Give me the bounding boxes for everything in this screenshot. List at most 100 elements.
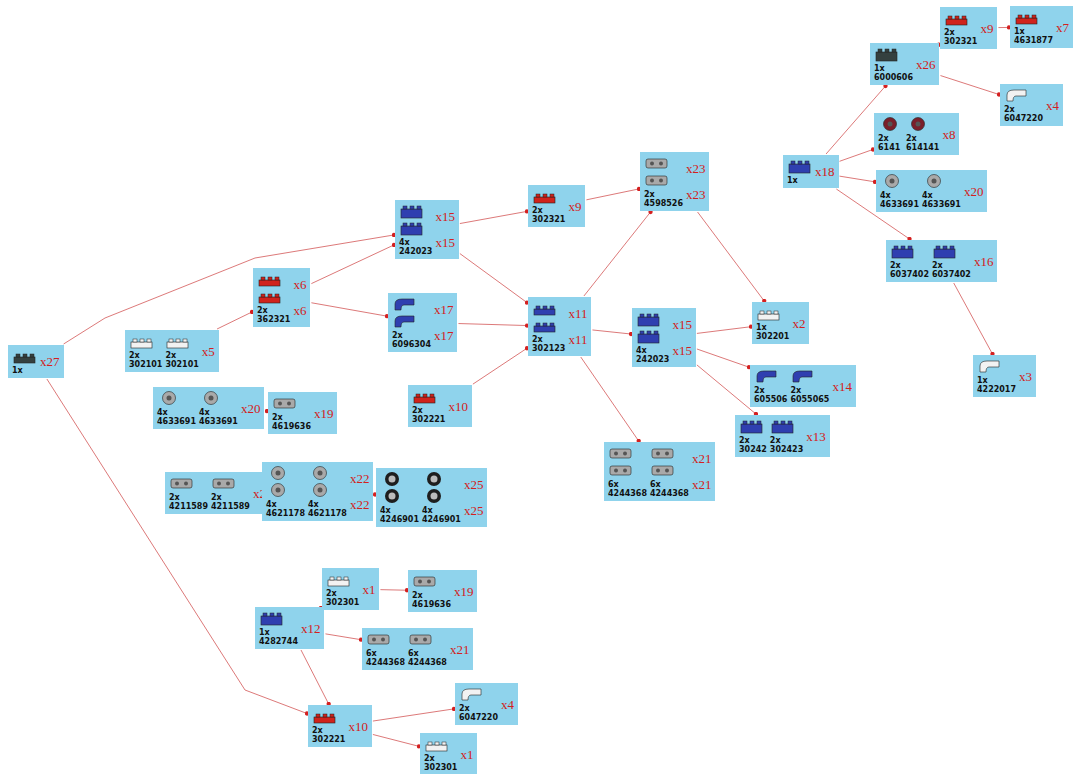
callout-number: x17 bbox=[434, 302, 454, 317]
step-column: x4 bbox=[1046, 87, 1059, 123]
part-stud bbox=[757, 421, 761, 424]
part-illustration bbox=[129, 333, 154, 350]
part-stud bbox=[936, 246, 940, 249]
step-column: x21x21 bbox=[692, 445, 712, 498]
part-body bbox=[385, 472, 399, 486]
part-item: 6x4244368 bbox=[608, 445, 647, 498]
part-body bbox=[272, 484, 285, 497]
part-icon bbox=[272, 484, 285, 497]
part-hole bbox=[276, 488, 281, 493]
part-body bbox=[1016, 18, 1037, 24]
part-illustration bbox=[932, 243, 957, 260]
part-illustration bbox=[636, 311, 661, 345]
part-illustration bbox=[326, 571, 351, 588]
part-hole bbox=[659, 162, 663, 166]
connector bbox=[584, 212, 651, 296]
part-icon bbox=[414, 394, 435, 403]
part-illustration bbox=[608, 445, 633, 479]
part-stud bbox=[330, 577, 334, 580]
step-column: x20 bbox=[241, 390, 261, 426]
part-body bbox=[163, 392, 176, 405]
part-icon bbox=[757, 371, 776, 382]
part-illustration bbox=[399, 203, 424, 237]
part-number: 4619636 bbox=[412, 600, 451, 609]
callout-number: x12 bbox=[301, 621, 321, 636]
part-box: 2x362321x6x6 bbox=[253, 268, 310, 327]
step-column: x25x25 bbox=[464, 471, 484, 524]
part-count: 1x bbox=[259, 628, 270, 637]
connector bbox=[581, 357, 639, 441]
part-illustration bbox=[272, 395, 297, 412]
part-body bbox=[934, 249, 955, 258]
callout-number: x11 bbox=[568, 332, 587, 347]
part-stud bbox=[654, 314, 658, 317]
part-body bbox=[204, 392, 217, 405]
part-icon bbox=[313, 467, 326, 480]
part-hub bbox=[389, 476, 396, 483]
part-count: 1x bbox=[874, 64, 885, 73]
connector bbox=[586, 189, 639, 200]
step-column: x26 bbox=[916, 46, 936, 82]
part-count: 1x bbox=[1014, 27, 1025, 36]
part-icon bbox=[274, 399, 295, 408]
part-stud bbox=[403, 206, 407, 209]
part-count: 1x bbox=[977, 376, 988, 385]
part-item: 2x4211589 bbox=[169, 475, 208, 511]
part-number: 4211589 bbox=[211, 502, 250, 511]
part-body bbox=[261, 616, 282, 625]
part-stud bbox=[798, 161, 802, 164]
part-illustration bbox=[890, 243, 915, 260]
part-icon bbox=[385, 472, 399, 486]
step-column: x10 bbox=[348, 708, 368, 744]
part-hole bbox=[414, 638, 418, 642]
part-count: 2x bbox=[326, 589, 337, 598]
part-stud bbox=[760, 311, 764, 314]
part-count: 6x bbox=[366, 649, 377, 658]
part-stud bbox=[417, 223, 421, 226]
part-hole bbox=[656, 469, 660, 473]
part-item: 2x6096304 bbox=[392, 296, 431, 349]
part-number: 6037402 bbox=[932, 270, 971, 279]
part-illustration bbox=[644, 155, 669, 189]
part-number: 4621178 bbox=[308, 509, 347, 518]
part-stud bbox=[955, 16, 959, 19]
part-body bbox=[462, 689, 481, 700]
part-number: 302423 bbox=[770, 445, 803, 454]
step-column: x15x15 bbox=[435, 203, 455, 256]
part-number: 302321 bbox=[532, 215, 565, 224]
part-body bbox=[259, 297, 280, 303]
callout-number: x21 bbox=[450, 642, 470, 657]
part-count: 2x bbox=[412, 406, 423, 415]
part-stud bbox=[268, 294, 272, 297]
part-icon bbox=[272, 467, 285, 480]
part-number: 4222017 bbox=[977, 385, 1016, 394]
part-hole bbox=[276, 471, 281, 476]
part-illustration bbox=[266, 465, 291, 499]
part-number: 302101 bbox=[129, 360, 162, 369]
part-illustration bbox=[1004, 87, 1029, 104]
part-stud bbox=[428, 742, 432, 745]
part-item: 2x6047220 bbox=[459, 686, 498, 722]
part-box: 2x6055062x6055065x14 bbox=[750, 365, 856, 407]
part-box: 1x302201x2 bbox=[752, 302, 809, 344]
part-box: 1x4631877x7 bbox=[1010, 6, 1073, 48]
part-stud bbox=[640, 331, 644, 334]
part-hole bbox=[317, 471, 322, 476]
part-icon bbox=[758, 311, 779, 320]
part-number: 6037402 bbox=[890, 270, 929, 279]
part-icon bbox=[410, 635, 431, 644]
part-illustration bbox=[770, 418, 795, 435]
part-hole bbox=[226, 482, 230, 486]
part-icon bbox=[395, 299, 414, 310]
part-number: 6141 bbox=[878, 143, 900, 152]
part-stud bbox=[892, 49, 896, 52]
part-stud bbox=[169, 339, 173, 342]
callout-number: x3 bbox=[1019, 369, 1032, 384]
part-body bbox=[646, 159, 667, 168]
part-count: 2x bbox=[257, 306, 268, 315]
part-icon bbox=[646, 176, 667, 185]
part-count: 2x bbox=[932, 261, 943, 270]
part-body bbox=[131, 342, 152, 348]
part-count: 2x bbox=[211, 493, 222, 502]
